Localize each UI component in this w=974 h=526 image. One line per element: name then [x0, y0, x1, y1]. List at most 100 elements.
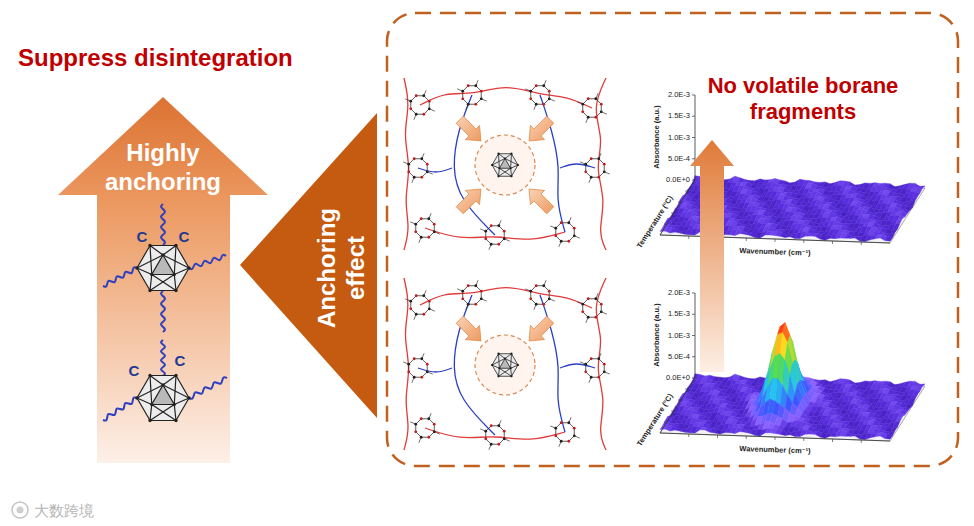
axis-tick-label: 1.0E-3 — [668, 332, 690, 340]
siloxane-network-part — [567, 240, 570, 243]
siloxane-network-part — [463, 86, 481, 104]
ftir-3d-plot-part — [688, 236, 689, 239]
siloxane-network-part — [510, 154, 512, 169]
carborane-illustration-part — [161, 291, 165, 332]
carborane-illustration-part — [137, 245, 189, 290]
siloxane-network-part — [425, 428, 565, 439]
siloxane-network-part — [540, 295, 565, 432]
siloxane-network-part — [584, 370, 587, 373]
increase-arrow — [690, 140, 734, 372]
siloxane-network-part — [497, 243, 500, 246]
siloxane-network-part — [427, 436, 430, 439]
siloxane-network-part — [548, 297, 551, 300]
axis-tick-label: 1.0E-3 — [668, 134, 690, 142]
siloxane-network-part — [428, 307, 431, 310]
carborane-illustration-part — [174, 268, 189, 275]
siloxane-network-part — [497, 175, 499, 177]
carborane-illustration-part — [150, 245, 152, 274]
ftir-3d-plot-part — [664, 422, 667, 423]
carborane-illustration-part — [174, 375, 176, 404]
siloxane-network-part — [486, 426, 504, 444]
dashed-border — [387, 13, 958, 466]
siloxane-network-part — [416, 219, 434, 237]
watermark: 大数跨境 — [34, 503, 94, 518]
siloxane-network-part — [594, 297, 597, 300]
carborane-illustration-part — [150, 275, 174, 291]
carborane-illustration-part — [173, 403, 176, 406]
siloxane-network-part — [409, 359, 427, 377]
siloxane-network-part — [529, 116, 554, 141]
siloxane-network-part — [584, 363, 587, 366]
siloxane-network-part — [594, 116, 597, 119]
carbon-atom-label: C — [129, 363, 140, 378]
siloxane-network-part — [467, 303, 470, 306]
carborane-illustration-part — [137, 385, 163, 398]
carborane-illustration-part — [161, 340, 165, 376]
siloxane-network-part — [407, 370, 410, 373]
siloxane-network-part — [581, 110, 584, 113]
siloxane-network-part — [433, 223, 436, 226]
siloxane-network-part — [594, 316, 597, 319]
siloxane-network-part — [484, 237, 487, 240]
watermark-logo-part — [12, 502, 28, 518]
ftir-3d-plot-part — [895, 218, 903, 224]
siloxane-network-part — [573, 227, 576, 230]
siloxane-network-part — [461, 297, 464, 300]
siloxane-network-part — [413, 176, 416, 179]
siloxane-network-part — [498, 154, 500, 169]
carborane-illustration-part — [187, 266, 190, 269]
siloxane-network-part — [411, 96, 429, 114]
axis-tick-label: 5.0E-4 — [668, 155, 690, 163]
siloxane-network-part — [422, 94, 425, 97]
siloxane-network-part — [590, 176, 593, 179]
carborane-illustration-part — [148, 374, 151, 377]
axis-title: Wavenumber (cm⁻¹) — [739, 445, 810, 455]
figure-title: Suppress disintegration — [18, 44, 293, 73]
ftir-3d-plot-part — [692, 293, 695, 294]
siloxane-network-part — [542, 84, 545, 87]
siloxane-network-part — [590, 157, 593, 160]
carborane-illustration — [103, 204, 227, 422]
siloxane-network-part — [409, 159, 427, 177]
effect-pointer: Anchoring effect — [240, 113, 377, 418]
carborane-illustration-part — [150, 403, 153, 406]
siloxane-network-part — [510, 368, 512, 376]
siloxane-network-part — [504, 157, 506, 159]
siloxane-network-part — [529, 189, 554, 214]
siloxane-network-part — [409, 100, 412, 103]
ftir-3d-plot-part — [803, 240, 804, 243]
siloxane-network-part — [474, 84, 477, 87]
siloxane-network-part — [427, 217, 430, 220]
ftir-3d-plot-part — [678, 202, 681, 203]
siloxane-network-part — [420, 176, 423, 179]
siloxane-network-part — [510, 175, 512, 177]
carborane-illustration-part — [187, 396, 190, 399]
ftir-3d-plot-part — [660, 180, 925, 243]
increase-arrow-part — [690, 140, 734, 372]
siloxane-network-part — [420, 288, 592, 308]
carbon-atom-label: C — [137, 229, 148, 244]
siloxane-network-part — [486, 226, 504, 244]
siloxane-network-part — [581, 310, 584, 313]
carborane-illustration-part — [150, 375, 163, 385]
carborane-illustration-part — [174, 405, 176, 421]
siloxane-network-part — [407, 363, 410, 366]
siloxane-network-part — [603, 370, 606, 373]
siloxane-network-part — [556, 423, 574, 441]
ftir-3d-plot-part — [692, 158, 695, 159]
ftir-3d-plot-part — [692, 356, 695, 357]
ftir-3d-plot-part — [832, 241, 833, 244]
siloxane-network-part — [510, 153, 512, 155]
siloxane-network-part — [490, 224, 493, 227]
siloxane-network-part — [427, 236, 430, 239]
siloxane-network-part — [594, 97, 597, 100]
siloxane-network-part — [567, 440, 570, 443]
siloxane-network-part — [548, 97, 551, 100]
siloxane-network-part — [491, 164, 493, 166]
siloxane-network-part — [490, 243, 493, 246]
siloxane-network-part — [587, 97, 590, 100]
siloxane-network-part — [456, 316, 481, 341]
siloxane-network-part — [416, 419, 434, 437]
siloxane-network-part — [505, 154, 512, 159]
ftir-3d-plot — [660, 293, 925, 443]
